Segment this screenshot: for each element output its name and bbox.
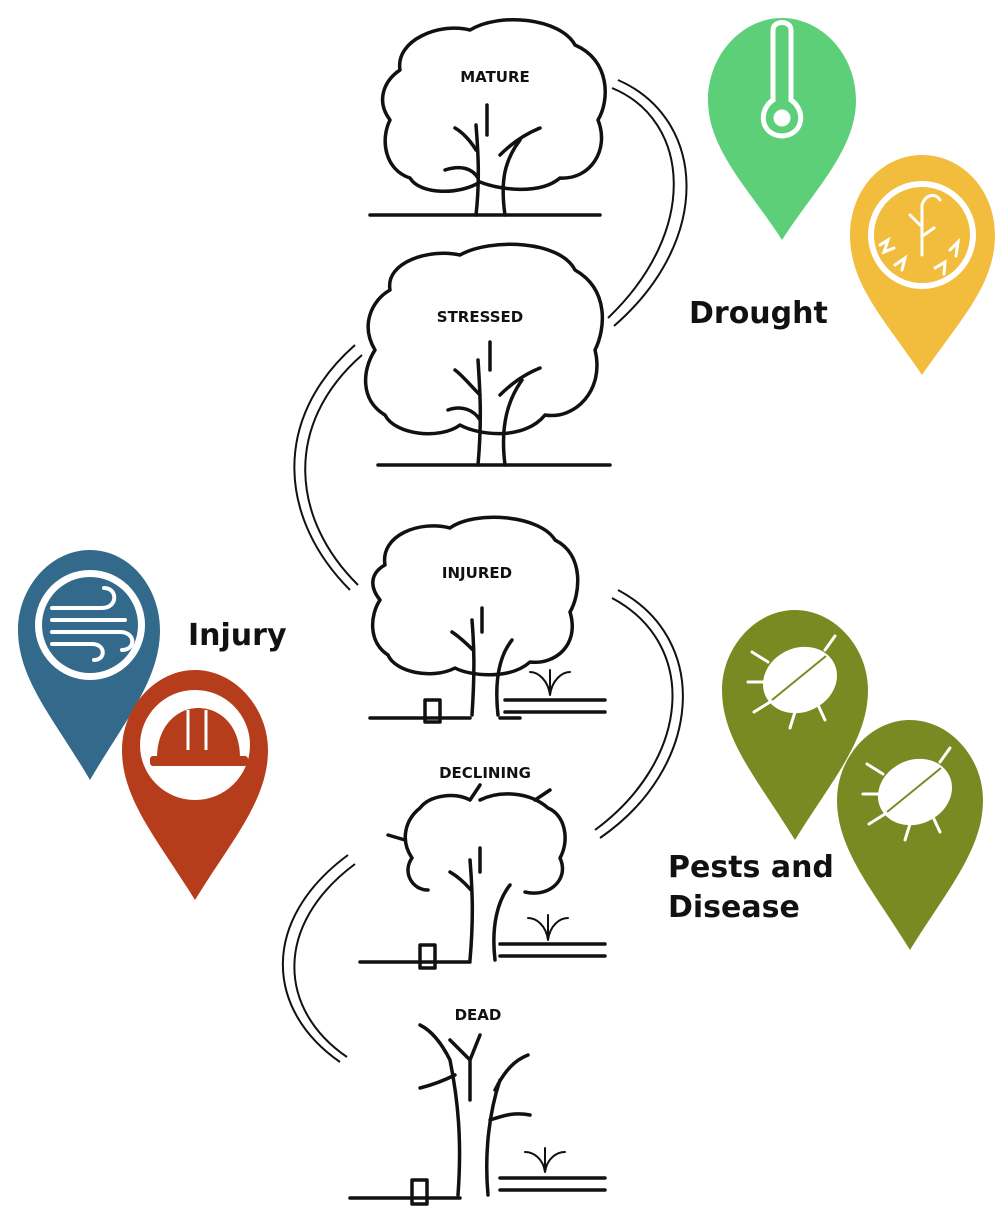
arc-injured-to-declining [594, 589, 684, 839]
tree-mature: MATURE [368, 18, 607, 217]
stage-label-dead: DEAD [455, 1006, 502, 1024]
injury-label: Injury [188, 618, 287, 653]
tree-declining: DECLINING [358, 764, 607, 970]
injury-wind-pin [18, 550, 160, 780]
arc-declining-to-dead [281, 854, 356, 1063]
beetle-icon [746, 634, 837, 730]
tree-stressed: STRESSED [363, 242, 612, 467]
tree-injured: INJURED [368, 515, 607, 724]
drought-thermometer-pin [708, 18, 856, 240]
drought-wilted-plant-pin [850, 155, 995, 375]
pests-and-disease-label: Pests and Disease [668, 850, 834, 925]
pests-beetle-pin-2 [837, 720, 983, 950]
pests-beetle-pin-1 [722, 610, 868, 840]
injury-hardhat-pin [122, 670, 268, 900]
arc-stressed-to-injured [293, 344, 363, 591]
stage-label-declining: DECLINING [439, 764, 531, 782]
tree-dead: DEAD [348, 1006, 607, 1206]
stage-label-injured: INJURED [442, 564, 512, 582]
wilted-plant-icon [878, 193, 961, 276]
arc-mature-to-stressed [607, 79, 688, 327]
drought-label: Drought [689, 296, 828, 331]
thermometer-icon [760, 20, 804, 139]
beetle-icon [861, 746, 952, 842]
stage-label-stressed: STRESSED [437, 308, 523, 326]
hard-hat-icon [150, 708, 248, 766]
wind-icon [50, 586, 135, 662]
stage-label-mature: MATURE [460, 68, 530, 86]
